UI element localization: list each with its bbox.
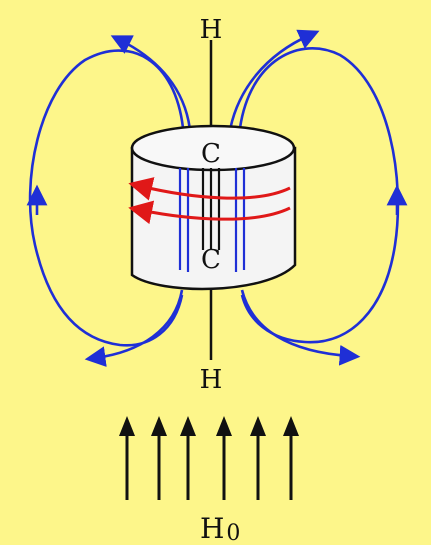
external-field-arrow-head <box>119 416 135 436</box>
field-lines <box>26 29 408 367</box>
label-bottom-c: C <box>201 245 221 275</box>
external-field-arrow-head <box>250 416 266 436</box>
field-line-right-inner-bottom <box>240 289 361 366</box>
current-arrow-lower <box>128 200 291 225</box>
inner-axis-bundle <box>201 168 221 250</box>
field-line-left-inner-top <box>110 35 192 131</box>
label-top-c: C <box>201 139 221 169</box>
label-h0-sub: 0 <box>226 521 240 545</box>
external-field-arrows <box>119 416 299 500</box>
label-h0: H0 <box>200 512 240 545</box>
field-line-right-inner-top <box>228 29 320 131</box>
external-field-arrow-head <box>283 416 299 436</box>
current-arrow-upper <box>128 177 291 201</box>
label-h0-main: H <box>200 512 224 545</box>
current-arrows <box>128 177 291 225</box>
field-line-left-inner-bottom <box>84 289 184 367</box>
external-field-arrow-head <box>180 416 196 436</box>
external-field-arrow-head <box>216 416 232 436</box>
field-line-right-outer <box>238 47 400 344</box>
label-top-h: H <box>200 15 223 45</box>
external-field-arrow-head <box>151 416 167 436</box>
cylinder-top <box>130 124 296 172</box>
label-bottom-h: H <box>200 365 223 395</box>
